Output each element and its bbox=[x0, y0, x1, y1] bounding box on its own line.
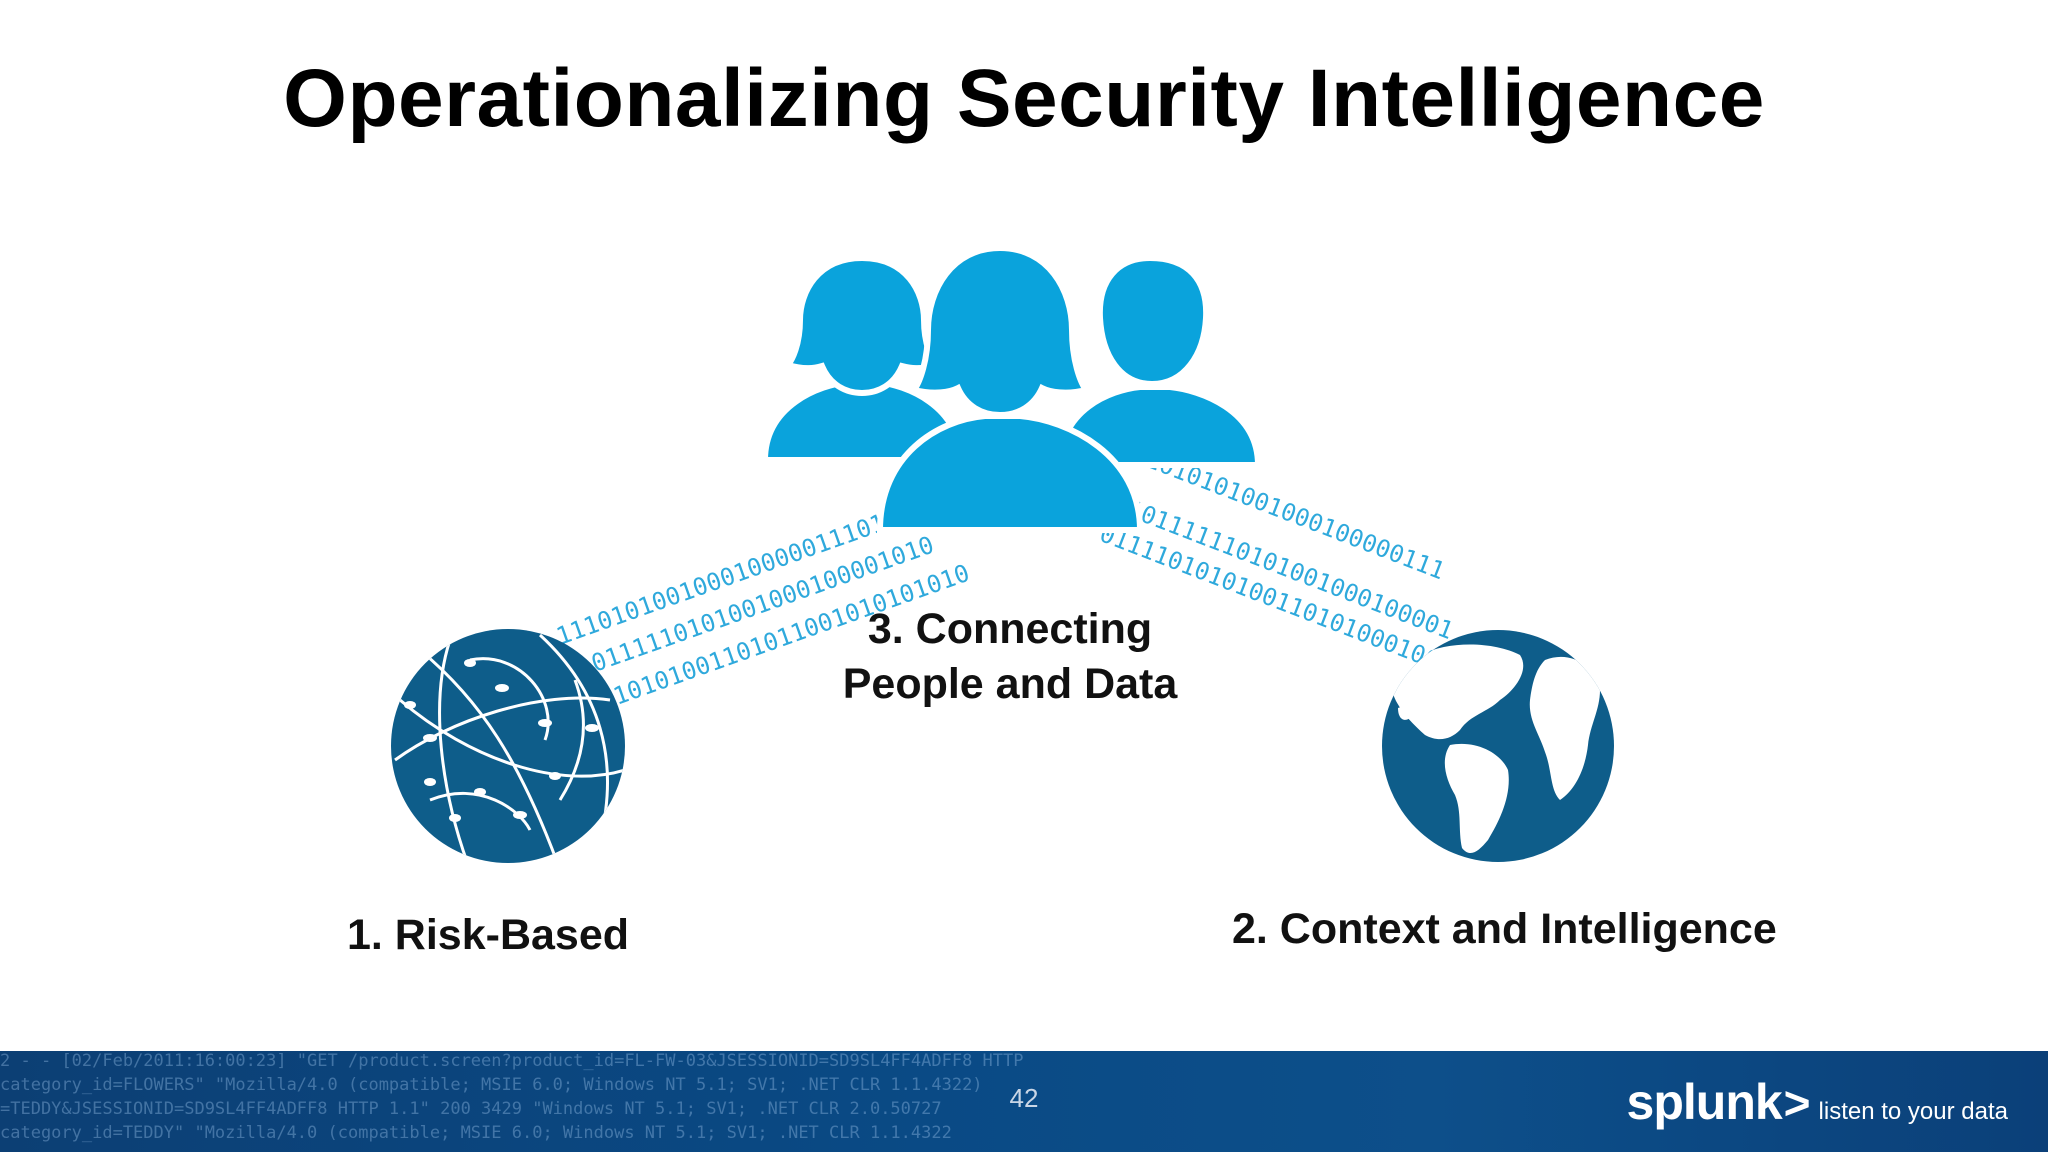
brand-caret-icon: > bbox=[1783, 1077, 1811, 1129]
node-label-people-line1: 3. Connecting bbox=[867, 605, 1153, 653]
slide-title: Operationalizing Security Intelligence bbox=[283, 53, 1765, 144]
diagram-canvas: 1110101001000100000111011 01111101010010… bbox=[391, 244, 1614, 863]
log-line: 2 - - [02/Feb/2011:16:00:23] "GET /produ… bbox=[0, 1051, 1024, 1071]
people-group-icon bbox=[761, 244, 1262, 533]
log-line: =TEDDY&JSESSIONID=SD9SL4FF4ADFF8 HTTP 1.… bbox=[0, 1099, 942, 1119]
brand-name: splunk bbox=[1626, 1074, 1783, 1130]
log-line: category_id=TEDDY" "Mozilla/4.0 (compati… bbox=[0, 1123, 952, 1143]
network-globe-icon bbox=[391, 629, 625, 863]
footer-bar: 2 - - [02/Feb/2011:16:00:23] "GET /produ… bbox=[0, 1051, 2048, 1152]
node-label-risk: 1. Risk-Based bbox=[347, 911, 630, 959]
page-number: 42 bbox=[1009, 1083, 1039, 1113]
node-label-people: 3. Connecting People and Data bbox=[810, 602, 1210, 712]
node-label-people-line2: People and Data bbox=[842, 660, 1178, 708]
brand-tagline: listen to your data bbox=[1818, 1098, 2008, 1125]
node-label-context: 2. Context and Intelligence bbox=[1232, 905, 1777, 953]
splunk-logo: splunk > listen to your data bbox=[1627, 1073, 2008, 1131]
earth-globe-icon bbox=[1382, 630, 1614, 862]
log-line: category_id=FLOWERS" "Mozilla/4.0 (compa… bbox=[0, 1075, 983, 1095]
